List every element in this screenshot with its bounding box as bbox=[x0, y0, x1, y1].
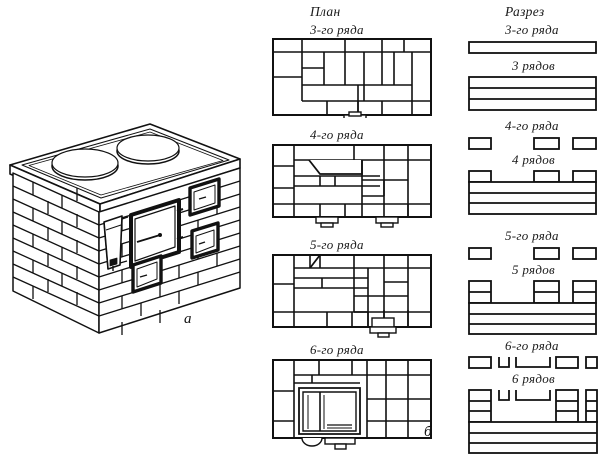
burner-ring-left bbox=[51, 148, 119, 181]
section-diagram-row4-top bbox=[468, 136, 598, 152]
water-vessel bbox=[103, 215, 129, 271]
plan-diagram-row5 bbox=[272, 254, 434, 340]
plan-caption-row6: 6-го ряда bbox=[310, 342, 364, 357]
plan-diagram-row4 bbox=[272, 144, 434, 230]
stove-illustration-svg bbox=[9, 123, 241, 335]
plan-caption-row3: 3-го ряда bbox=[310, 22, 364, 37]
section-caption-row5-top: 5-го ряда bbox=[505, 228, 559, 243]
section-diagram-row4-courses bbox=[468, 170, 598, 216]
section-diagram-row6-top bbox=[468, 355, 598, 371]
plan-caption-row5: 5-го ряда bbox=[310, 237, 364, 252]
plan-caption-row4: 4-го ряда bbox=[310, 127, 364, 142]
section-caption-row4-top: 4-го ряда bbox=[505, 118, 559, 133]
firebox-door bbox=[129, 198, 184, 269]
cleanout-door-lower bbox=[190, 221, 220, 260]
section-caption-row4-mid: 4 рядов bbox=[512, 152, 555, 167]
section-diagram-row3-courses bbox=[468, 76, 598, 112]
section-caption-row3-top: 3-го ряда bbox=[505, 22, 559, 37]
section-caption-row5-mid: 5 рядов bbox=[512, 262, 555, 277]
figure-label-a: а bbox=[184, 311, 192, 327]
hob-plate bbox=[9, 123, 241, 214]
section-diagram-row6-courses bbox=[468, 389, 598, 455]
section-caption-row6-mid: 6 рядов bbox=[512, 371, 555, 386]
figure-label-b: б bbox=[424, 424, 432, 440]
section-caption-row3-mid: 3 рядов bbox=[512, 58, 555, 73]
burner-ring-right bbox=[116, 134, 180, 165]
cleanout-door-upper bbox=[188, 177, 221, 217]
stove-left-wall bbox=[12, 172, 100, 334]
plan-diagram-row6 bbox=[272, 359, 434, 451]
section-column-header: Разрез bbox=[505, 4, 545, 19]
section-diagram-row5-courses bbox=[468, 280, 598, 336]
section-diagram-row3-top bbox=[468, 40, 598, 56]
stove-illustration bbox=[0, 118, 265, 348]
section-caption-row6-top: 6-го ряда bbox=[505, 338, 559, 353]
section-diagram-row5-top bbox=[468, 246, 598, 262]
ash-door bbox=[131, 254, 163, 294]
plan-column-header: План bbox=[310, 4, 341, 19]
plan-diagram-row3 bbox=[272, 38, 434, 118]
